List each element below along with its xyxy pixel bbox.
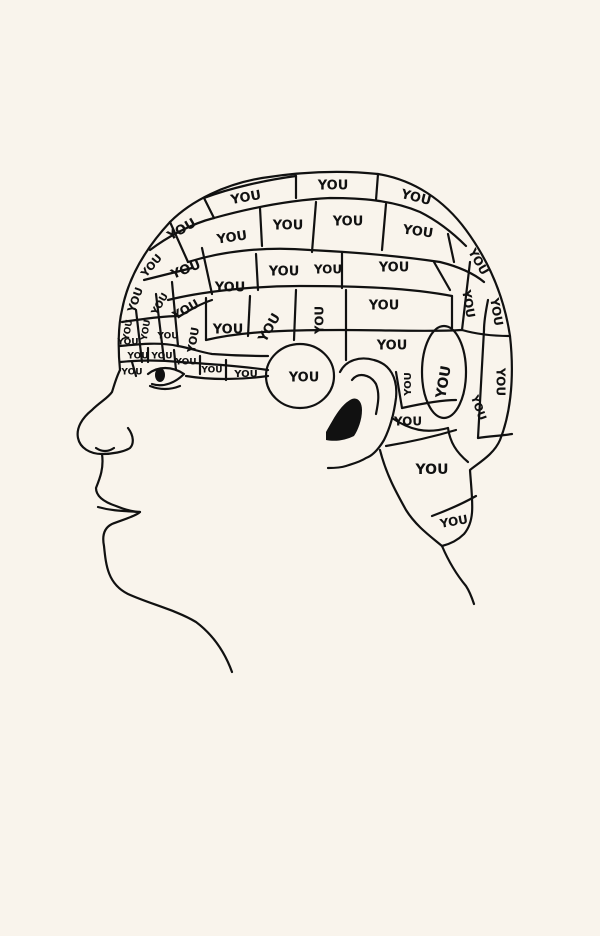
region-label: YOU: [120, 368, 142, 378]
region-label: YOU: [438, 512, 469, 531]
region-label: YOU: [233, 369, 258, 380]
region-label: YOU: [415, 462, 449, 478]
region-label: YOU: [174, 358, 196, 368]
region-label: YOU: [140, 319, 154, 343]
region-label: YOU: [317, 179, 349, 194]
region-label: YOU: [268, 265, 300, 280]
region-label: YOU: [168, 257, 203, 283]
ear-inner-fold: [350, 374, 380, 416]
mouth-line: [96, 505, 142, 514]
ear-canal-shadow: [326, 398, 362, 441]
region-labels: YOU YOU YOU YOU YOU YOU YOU YOU YOU YOU …: [116, 179, 507, 532]
region-label: YOU: [122, 319, 136, 343]
region-label: YOU: [433, 364, 455, 400]
eyelid-lash: [148, 384, 182, 391]
region-label: YOU: [332, 215, 364, 230]
region-label: YOU: [164, 216, 199, 245]
eye-pupil: [155, 368, 165, 382]
region-label: YOU: [150, 352, 172, 362]
region-label: YOU: [368, 299, 400, 314]
region-label: YOU: [255, 311, 284, 346]
region-label: YOU: [401, 222, 434, 241]
face-profile: [76, 368, 134, 456]
region-label: YOU: [149, 291, 171, 318]
eye-outline: [146, 366, 186, 387]
region-label: YOU: [393, 415, 422, 429]
neck-back-line: [378, 448, 444, 548]
region-label: YOU: [378, 261, 410, 276]
region-label: YOU: [313, 263, 342, 277]
region-label: YOU: [403, 372, 414, 397]
region-label: YOU: [494, 367, 508, 396]
region-label: YOU: [215, 228, 248, 247]
rear-oval-region: [420, 324, 468, 420]
region-label: YOU: [116, 338, 138, 348]
region-label: YOU: [126, 352, 148, 362]
region-label: YOU: [229, 188, 263, 208]
region-label: YOU: [272, 219, 304, 234]
region-dividers: [118, 172, 514, 518]
region-label: YOU: [313, 306, 327, 335]
jaw-line: [94, 452, 234, 674]
ear-outline: [326, 357, 398, 470]
temple-oval-region: [264, 342, 336, 410]
region-label: YOU: [468, 393, 489, 423]
region-label: YOU: [185, 326, 202, 355]
nostril-line: [94, 446, 116, 453]
region-label: YOU: [288, 371, 320, 386]
region-label: YOU: [487, 296, 506, 327]
region-label: YOU: [156, 332, 178, 342]
region-label: YOU: [459, 288, 478, 319]
region-label: YOU: [398, 187, 432, 209]
region-label: YOU: [212, 323, 244, 338]
region-label: YOU: [376, 339, 408, 354]
region-label: YOU: [214, 281, 246, 296]
region-label: YOU: [200, 366, 222, 376]
